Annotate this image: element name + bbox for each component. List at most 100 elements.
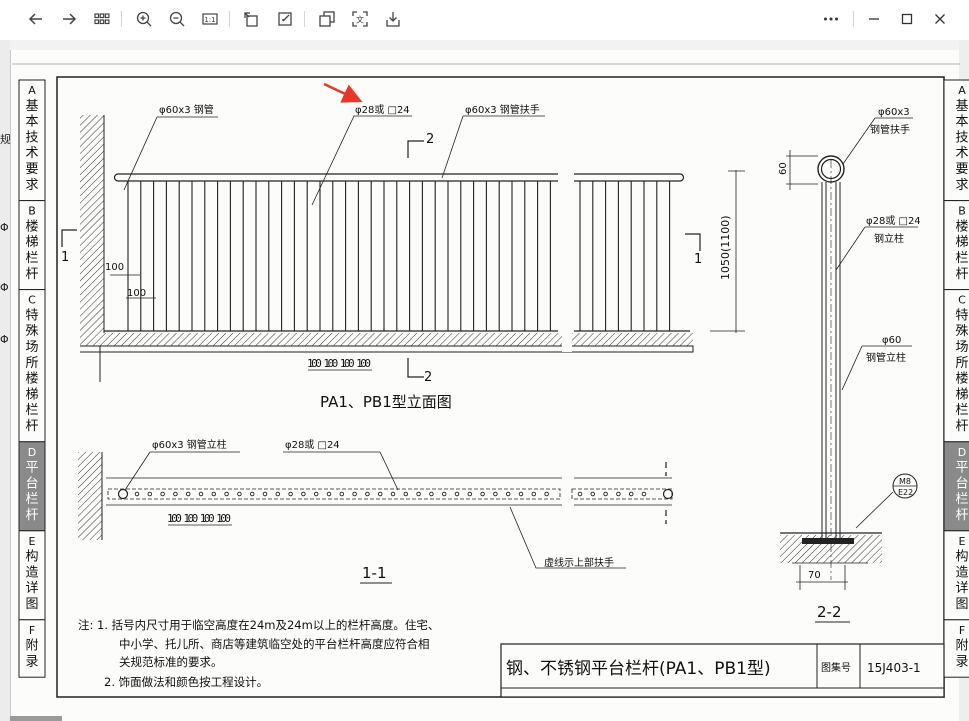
drawing-frame xyxy=(56,76,945,698)
chapter-tab-b[interactable] xyxy=(943,200,969,291)
chapter-tab-char: 杆 xyxy=(955,267,968,282)
thumbnail-grid-icon[interactable] xyxy=(89,6,115,32)
chapter-tab-letter: F xyxy=(959,624,965,637)
chapter-tab-char: 详 xyxy=(955,581,968,596)
chapter-tab-char: 梯 xyxy=(955,235,968,250)
plan-baluster-dot xyxy=(339,491,345,497)
sec-ref-bottom: E22 xyxy=(898,488,913,497)
forward-arrow-icon[interactable] xyxy=(56,6,82,32)
chapter-tab-c[interactable] xyxy=(943,289,969,443)
note-line-1: 注: 1. 括号内尺寸用于临空高度在24m及24m以上的栏杆高度。住宅、 xyxy=(78,618,439,632)
chapter-tab-char: 特 xyxy=(955,308,968,323)
chapter-tab-d[interactable] xyxy=(18,441,46,532)
chapter-tab-char: 杆 xyxy=(25,508,38,523)
document-page xyxy=(10,50,969,721)
chapter-tab-char: 录 xyxy=(955,654,968,669)
back-arrow-icon[interactable] xyxy=(23,6,49,32)
chapter-tab-c[interactable] xyxy=(18,289,46,443)
wall-hatch xyxy=(80,115,104,333)
rotate-icon[interactable] xyxy=(239,6,265,32)
dim-spacing: 100 100 100 100 xyxy=(307,357,371,370)
chapter-tab-char: 梯 xyxy=(955,387,968,402)
sec-base-plate xyxy=(802,538,854,544)
sec-bar-2: 钢立柱 xyxy=(874,232,904,245)
chapter-tab-char: 所 xyxy=(25,356,38,371)
callout-handrail: φ60x3 钢管扶手 xyxy=(465,103,540,116)
chapter-tab-letter: A xyxy=(28,84,36,97)
chapter-tab-char: 栏 xyxy=(25,492,38,507)
section-1-right: 1 xyxy=(694,252,702,267)
elevation-title: PA1、PB1型立面图 xyxy=(320,393,452,411)
chapter-tab-char: 台 xyxy=(25,476,38,491)
chapter-tab-char: 所 xyxy=(955,356,968,371)
close-icon[interactable] xyxy=(927,6,953,32)
plan-baluster-dot xyxy=(147,491,153,497)
plan-baluster-dot xyxy=(616,491,621,497)
ocr-icon[interactable]: 文 xyxy=(347,6,373,32)
chapter-tab-char: 图 xyxy=(955,597,968,612)
chapter-tab-f[interactable] xyxy=(943,619,969,678)
dim-100-b: 100 xyxy=(127,288,146,299)
chapter-tab-f[interactable] xyxy=(18,619,46,678)
chapter-tab-char: 技 xyxy=(955,130,968,145)
chapter-tab-char: 造 xyxy=(25,565,38,580)
chapter-tab-char: 术 xyxy=(25,146,38,161)
balusters-right-segment xyxy=(579,181,671,331)
chapter-tab-char: 构 xyxy=(955,550,968,565)
callout-steel-pipe: φ60x3 钢管 xyxy=(159,103,214,116)
dim-100-a: 100 xyxy=(105,262,124,273)
plan-baluster-dot xyxy=(249,491,255,497)
plan-baluster-dot xyxy=(505,491,511,497)
zoom-out-icon[interactable] xyxy=(164,6,190,32)
chapter-tab-b[interactable] xyxy=(18,200,46,291)
edit-icon[interactable] xyxy=(272,6,298,32)
plan-baluster-dot xyxy=(441,491,447,497)
chapter-tab-letter: E xyxy=(959,535,966,548)
plan-dashed-note: 虚线示上部扶手 xyxy=(544,556,614,569)
maximize-icon[interactable] xyxy=(894,6,920,32)
chapter-tab-letter: A xyxy=(958,84,966,97)
notes: 注: 1. 括号内尺寸用于临空高度在24m及24m以上的栏杆高度。住宅、 中小学… xyxy=(78,618,439,689)
chapter-tab-char: 梯 xyxy=(25,387,38,402)
horizontal-scrollbar[interactable] xyxy=(10,716,62,721)
more-icon[interactable] xyxy=(818,6,844,32)
sec-dim-70: 70 xyxy=(808,570,821,581)
chapter-tab-char: 杆 xyxy=(955,508,968,523)
chapter-tab-e[interactable] xyxy=(943,530,969,621)
save-download-icon[interactable] xyxy=(380,6,406,32)
plan-baluster-dot xyxy=(454,491,460,497)
chapter-tab-char: 造 xyxy=(955,565,968,580)
previous-page-edge: 规 Φ Φ Φ xyxy=(0,40,11,721)
floor-slab-hatch xyxy=(80,333,693,346)
chapter-tab-char: 殊 xyxy=(25,324,38,339)
plan-baluster-dot xyxy=(518,491,524,497)
chapter-tab-e[interactable] xyxy=(18,530,46,621)
plan-baluster-dot xyxy=(628,491,634,497)
chapter-tab-char: 栏 xyxy=(955,403,968,418)
plan-baluster-dot xyxy=(313,491,319,497)
callout-bar: φ28或 □24 xyxy=(355,104,410,116)
chapter-tab-char: 楼 xyxy=(955,372,968,387)
elevation-view: 100 100 100 100 100 100 1050(1100) 2 2 1… xyxy=(61,82,745,411)
zoom-in-icon[interactable] xyxy=(131,6,157,32)
copy-icon[interactable] xyxy=(314,6,340,32)
chapter-tab-char: 图 xyxy=(25,597,38,612)
plan-baluster-dot xyxy=(493,491,498,497)
chapter-tab-char: 平 xyxy=(25,461,38,476)
chapter-tab-letter: F xyxy=(29,624,35,637)
chapter-tab-letter: B xyxy=(958,205,966,218)
chapter-tab-d[interactable] xyxy=(943,441,969,532)
chapter-tab-char: 杆 xyxy=(25,419,38,434)
actual-size-button[interactable]: 1:1 xyxy=(197,6,223,32)
chapter-tab-char: 基 xyxy=(25,99,38,114)
sec-bar-1: φ28或 □24 xyxy=(866,215,921,227)
chapter-tab-char: 栏 xyxy=(955,251,968,266)
chapter-tab-letter: E xyxy=(29,535,36,548)
peek-char: Φ xyxy=(0,333,9,346)
plan-baluster-dot xyxy=(590,491,596,497)
plan-wall-hatch xyxy=(78,452,102,540)
plan-baluster-dot xyxy=(275,491,281,497)
minimize-icon[interactable] xyxy=(861,6,887,32)
chapter-tab-letter: C xyxy=(28,294,36,307)
